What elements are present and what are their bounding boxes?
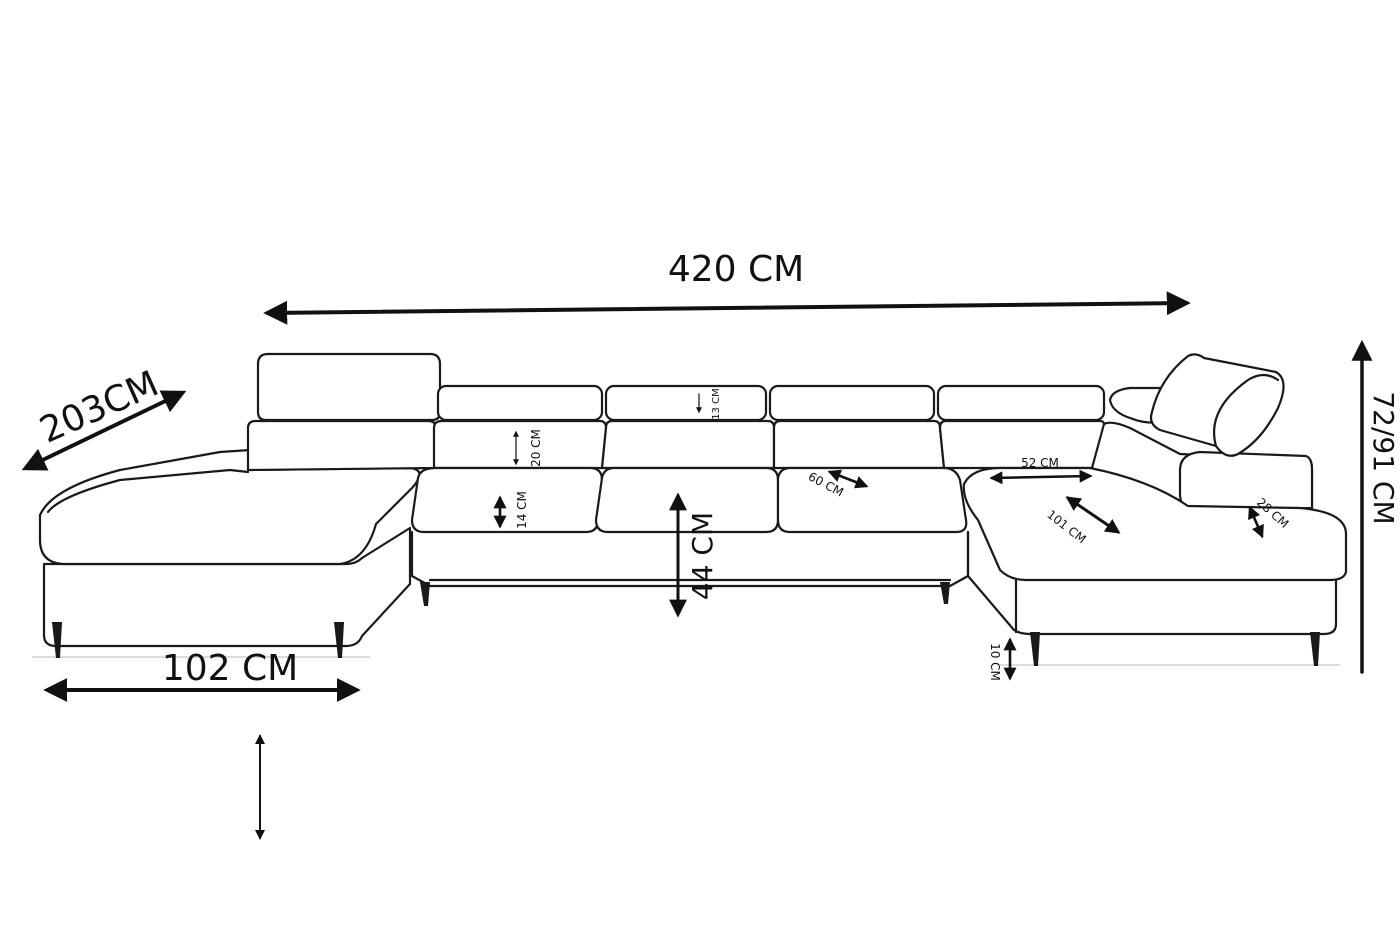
middle-leg-right bbox=[940, 582, 950, 604]
middle-headrest-3 bbox=[768, 384, 936, 422]
corner-seat-depth-arrow bbox=[1065, 496, 1121, 534]
corner-seat-width-arrow bbox=[989, 469, 1093, 485]
seat-depth-arrow bbox=[827, 469, 869, 489]
middle-seat-3 bbox=[776, 466, 968, 534]
armrest-width-arrow bbox=[1248, 505, 1264, 539]
chaise-depth-arrow bbox=[21, 390, 187, 471]
chaise-leg-left bbox=[52, 622, 62, 658]
right-armrest bbox=[1178, 450, 1314, 512]
middle-headrest-1 bbox=[436, 384, 604, 422]
middle-headrest-2 bbox=[604, 384, 768, 422]
middle-section bbox=[410, 384, 1106, 606]
cushion-height-label: 14 CM bbox=[515, 491, 529, 529]
chaise-base bbox=[42, 526, 412, 648]
middle-backrest-1 bbox=[432, 419, 608, 470]
total-width-arrow bbox=[263, 291, 1191, 325]
dimension-arrows bbox=[21, 291, 1373, 840]
leg-height-label: 10 CM bbox=[988, 643, 1002, 681]
chaise-depth-label: 203CM bbox=[34, 363, 165, 451]
middle-backrest-3 bbox=[772, 419, 946, 470]
chaise-leg-right bbox=[334, 622, 344, 658]
middle-backrest-2 bbox=[600, 419, 776, 470]
right-chaise bbox=[962, 353, 1348, 666]
right-headrest bbox=[1149, 353, 1285, 457]
headrest-height-label: 13 CM bbox=[711, 388, 722, 420]
chaise-headrest bbox=[256, 352, 442, 422]
right-leg-left bbox=[1030, 632, 1040, 666]
backrest-height-label: 20 CM bbox=[529, 429, 543, 467]
middle-seat-1 bbox=[410, 466, 604, 534]
right-leg-right bbox=[1310, 632, 1320, 666]
corner-seat-width-label: 52 CM bbox=[1021, 456, 1059, 470]
sofa-drawing bbox=[32, 352, 1348, 666]
chaise-seat-top-edge bbox=[46, 468, 250, 514]
middle-headrest-4 bbox=[936, 384, 1106, 422]
middle-leg-left bbox=[420, 582, 430, 606]
chaise-backrest bbox=[246, 419, 438, 472]
seat-height-label: 44 CM bbox=[686, 512, 719, 600]
right-headrest-curve bbox=[1212, 373, 1280, 448]
chaise-width-label: 102 CM bbox=[162, 648, 298, 689]
total-width-label: 420 CM bbox=[668, 249, 804, 290]
right-chaise-seat bbox=[962, 466, 1348, 582]
left-chaise bbox=[38, 352, 442, 658]
back-height-label: 72/91 CM bbox=[1367, 391, 1400, 524]
